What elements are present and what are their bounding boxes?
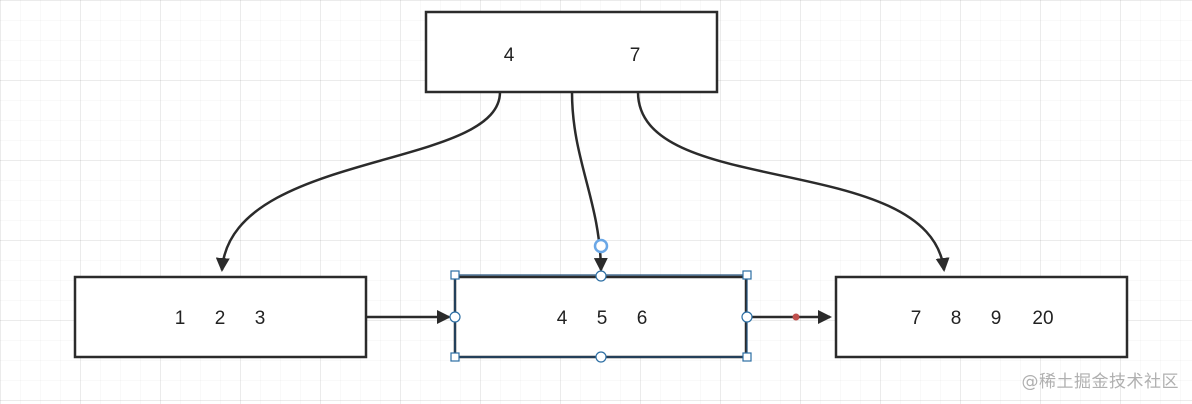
resize-handle-bottom-right[interactable] (742, 352, 752, 362)
leaf-2-key-2: 5 (597, 308, 608, 329)
connection-handle-bottom[interactable] (595, 351, 607, 363)
root-key-1: 4 (504, 45, 515, 66)
leaf-1-key-2: 2 (215, 308, 226, 329)
link-midpoint-dot[interactable] (792, 313, 800, 321)
leaf-node-3[interactable]: 7 8 9 20 (834, 275, 1129, 359)
edge-endpoint-handle[interactable] (593, 238, 609, 254)
connection-handle-top[interactable] (595, 270, 607, 282)
leaf-3-key-3: 9 (991, 308, 1002, 329)
resize-handle-top-left[interactable] (450, 270, 460, 280)
leaf-3-key-2: 8 (951, 308, 962, 329)
leaf-node-1[interactable]: 1 2 3 (73, 275, 368, 359)
root-node[interactable]: 4 7 (424, 10, 719, 94)
connection-handle-left[interactable] (449, 311, 461, 323)
leaf-3-key-1: 7 (911, 308, 922, 329)
leaf-2-key-1: 4 (557, 308, 568, 329)
edge-root-to-leaf-1[interactable] (215, 91, 502, 272)
leaf-2-key-3: 6 (637, 308, 648, 329)
resize-handle-top-right[interactable] (742, 270, 752, 280)
connection-handle-right[interactable] (741, 311, 753, 323)
root-key-2: 7 (630, 45, 641, 66)
leaf-1-key-1: 1 (175, 308, 186, 329)
leaf-node-2[interactable]: 4 5 6 (449, 270, 753, 363)
resize-handle-bottom-left[interactable] (450, 352, 460, 362)
leaf-1-key-3: 3 (255, 308, 266, 329)
leaf-3-key-4: 20 (1032, 308, 1053, 329)
edge-root-to-leaf-3[interactable] (636, 91, 950, 272)
watermark: @稀土掘金技术社区 (1021, 372, 1179, 392)
